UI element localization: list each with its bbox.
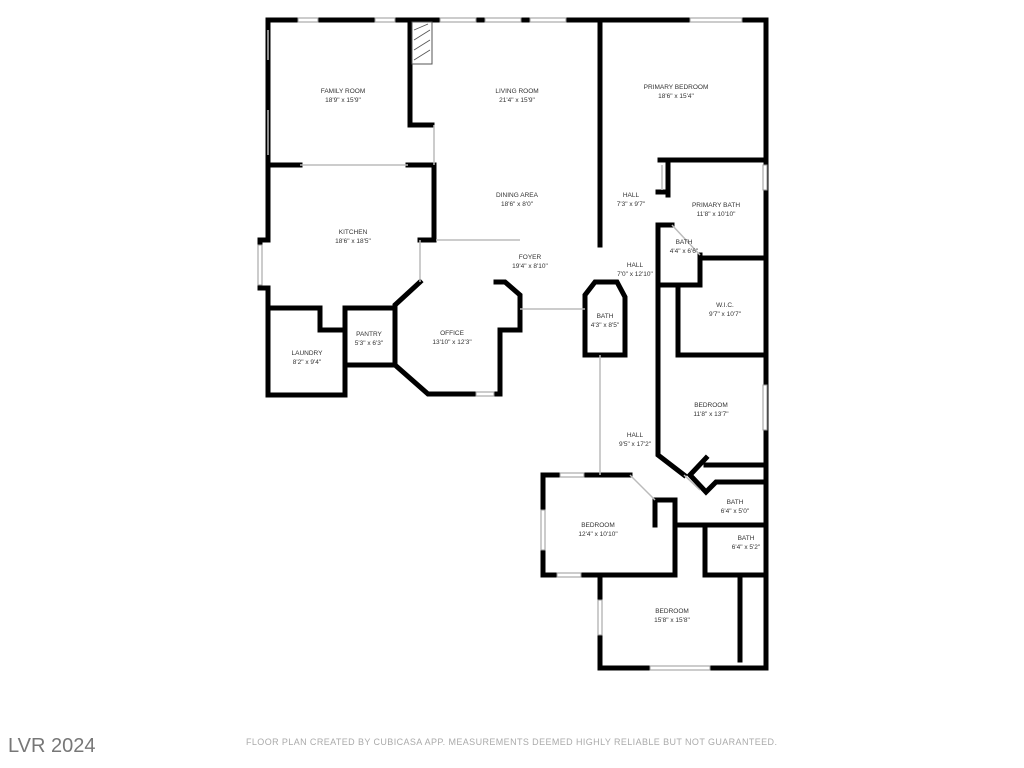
room-name: BEDROOM (694, 402, 728, 409)
room-bedroom: BEDROOM 12'4" x 10'10" (578, 521, 617, 539)
room-name: FAMILY ROOM (320, 88, 366, 95)
disclaimer-footer: FLOOR PLAN CREATED BY CUBICASA APP. MEAS… (246, 737, 778, 747)
room-size: 6'4" x 5'0" (720, 508, 750, 515)
room-size: 18'6" x 15'4" (658, 93, 694, 100)
room-size: 12'4" x 10'10" (578, 531, 618, 538)
room-office: OFFICE 13'10" x 12'3" (432, 329, 471, 347)
room-name: BATH (726, 499, 744, 506)
room-pantry: PANTRY 5'3" x 6'3" (355, 330, 383, 348)
fireplace (411, 21, 433, 65)
room-laundry: LAUNDRY 8'2" x 9'4" (292, 349, 323, 367)
room-size: 8'2" x 9'4" (292, 359, 322, 366)
room-name: OFFICE (440, 330, 464, 337)
room-size: 7'3" x 9'7" (616, 201, 646, 208)
room-size: 19'4" x 8'10" (512, 263, 548, 270)
room-bath: BATH 4'3" x 8'5" (591, 312, 619, 330)
room-hall: HALL 7'0" x 12'10" (617, 261, 653, 279)
room-size: 5'3" x 6'3" (354, 340, 384, 347)
room-size: 18'6" x 8'0" (500, 201, 534, 208)
room-size: 4'4" x 6'6" (669, 248, 699, 255)
room-name: W.I.C. (716, 302, 734, 309)
watermark: LVR 2024 (8, 735, 96, 757)
room-name: BATH (675, 239, 693, 246)
room-name: HALL (626, 432, 644, 439)
room-hall: HALL 9'5" x 17'2" (619, 431, 651, 449)
room-living-room: LIVING ROOM 21'4" x 15'9" (495, 87, 538, 105)
room-dining-area: DINING AREA 18'6" x 8'0" (496, 191, 538, 209)
room-bath: BATH 4'4" x 6'6" (670, 238, 698, 256)
room-size: 7'0" x 12'10" (617, 271, 653, 278)
room-bath: BATH 6'4" x 5'2" (732, 534, 760, 552)
room-size: 18'9" x 15'9" (325, 97, 361, 104)
room-name: PRIMARY BATH (691, 202, 741, 209)
room-size: 15'8" x 15'8" (654, 617, 690, 624)
room-size: 18'6" x 18'5" (335, 238, 371, 245)
room-size: 21'4" x 15'9" (499, 97, 535, 104)
room-bedroom: BEDROOM 15'8" x 15'8" (654, 607, 690, 625)
room-size: 6'4" x 5'2" (731, 544, 761, 551)
walls (257, 17, 769, 671)
room-name: HALL (622, 192, 640, 199)
room-name: BEDROOM (655, 608, 689, 615)
room-foyer: FOYER 19'4" x 8'10" (512, 253, 548, 271)
room-name: KITCHEN (338, 229, 368, 236)
room-name: PRIMARY BEDROOM (643, 84, 709, 91)
room-family-room: FAMILY ROOM 18'9" x 15'9" (321, 87, 366, 105)
room-name: PANTRY (356, 331, 382, 338)
room-primary-bedroom: PRIMARY BEDROOM 18'6" x 15'4" (644, 83, 709, 101)
room-name: LAUNDRY (291, 350, 323, 357)
room-name: BATH (596, 313, 614, 320)
windows (257, 17, 768, 671)
room-name: BATH (737, 535, 755, 542)
room-bath: BATH 6'4" x 5'0" (721, 498, 749, 516)
thin-lines (267, 30, 701, 501)
room-size: 9'5" x 17'2" (618, 441, 652, 448)
room-name: HALL (626, 262, 644, 269)
room-hall: HALL 7'3" x 9'7" (617, 191, 645, 209)
room-wic: W.I.C. 9'7" x 10'7" (709, 301, 741, 319)
room-name: LIVING ROOM (495, 88, 539, 95)
room-size: 13'10" x 12'3" (432, 339, 472, 346)
room-name: DINING AREA (496, 192, 538, 199)
room-size: 11'8" x 10'10" (696, 211, 736, 218)
room-bedroom: BEDROOM 11'8" x 13'7" (693, 401, 728, 419)
room-name: BEDROOM (581, 522, 615, 529)
room-primary-bath: PRIMARY BATH 11'8" x 10'10" (692, 201, 740, 219)
room-size: 4'3" x 8'5" (590, 322, 620, 329)
room-size: 11'8" x 13'7" (693, 411, 729, 418)
room-size: 9'7" x 10'7" (708, 311, 742, 318)
room-name: FOYER (518, 254, 542, 261)
room-kitchen: KITCHEN 18'6" x 18'5" (335, 228, 371, 246)
